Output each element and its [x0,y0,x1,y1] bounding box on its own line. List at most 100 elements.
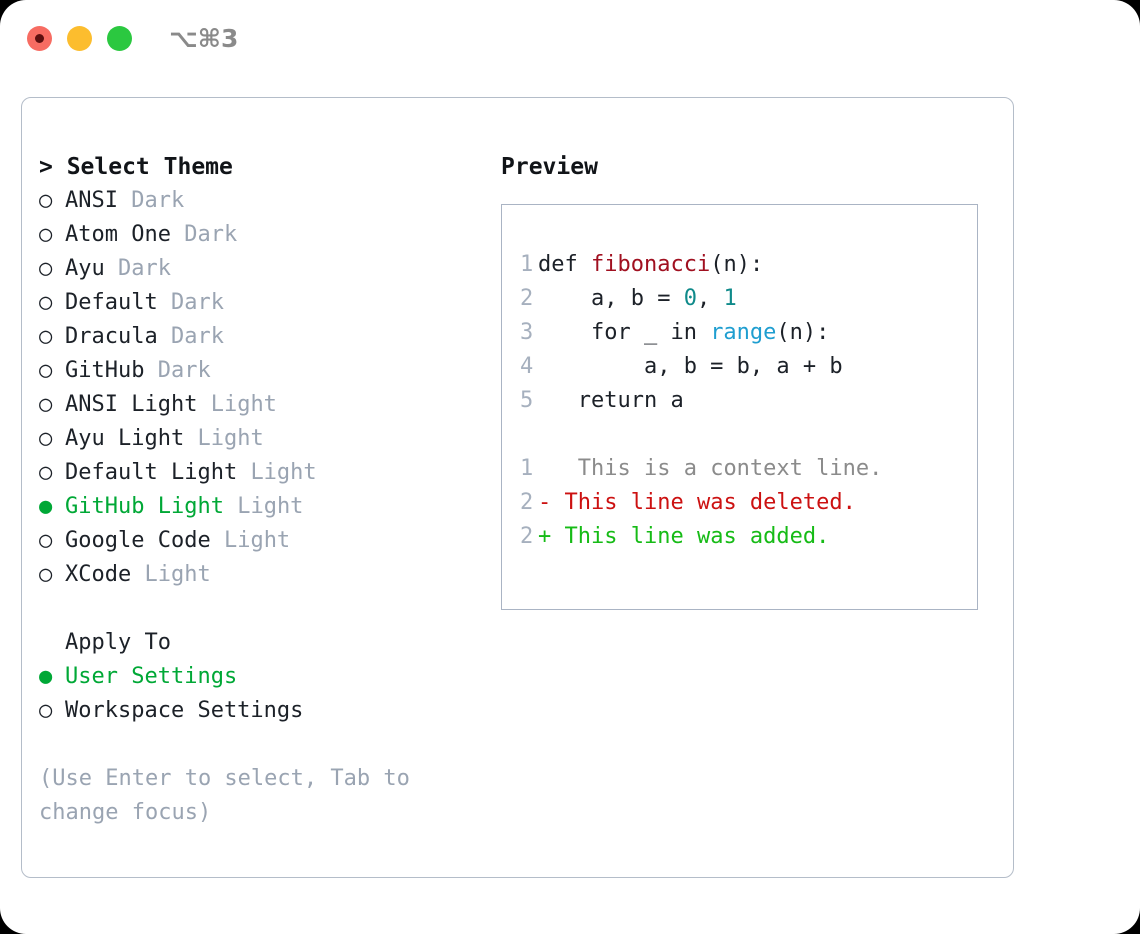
apply-to-header: Apply To [65,630,171,655]
theme-option-default-light[interactable]: ○ Default Light Light [39,456,499,490]
theme-option-ansi[interactable]: ○ ANSI Dark [39,184,499,218]
line-number: 1 [520,252,534,277]
theme-option-label: Atom One [65,222,171,247]
diff-text: This line was deleted. [564,490,856,515]
theme-option-label: ANSI [65,188,118,213]
theme-option-ayu-light[interactable]: ○Ayu Light Light [39,422,499,456]
preview-title: Preview [501,154,598,180]
theme-option-github[interactable]: ○ GitHub Dark [39,354,499,388]
apply-to-option-label: Workspace Settings [65,698,304,723]
diff-line-ctx: 1 This is a context line. [502,452,977,486]
theme-variant-tag: Dark [157,358,211,383]
theme-option-label: Default [65,290,158,315]
theme-option-list[interactable]: ○ ANSI Dark ○ Atom One Dark ○ Ayu Dark ○ Defaul… [39,184,499,592]
radio-unselected-icon: ○ [39,426,53,451]
theme-variant-tag: Dark [170,324,224,349]
line-number: 1 [520,456,534,481]
theme-variant-tag: Dark [131,188,185,213]
theme-option-label: Dracula [65,324,158,349]
theme-option-label: GitHub Light [65,494,224,519]
code-token-plain: def [538,252,591,277]
content-panel: > Select Theme ○ANSI Dark○Atom One Dark○… [21,97,1014,878]
theme-option-xcode[interactable]: ○ XCode Light [39,558,499,592]
code-token-plain: return a [538,388,684,413]
code-token-fn: fibonacci [590,252,711,277]
theme-option-ansi-light[interactable]: ○ ANSI Light Light [39,388,499,422]
close-window-button[interactable] [27,26,52,51]
apply-to-option-list[interactable]: ● User Settings ○ Workspace Settings [39,660,499,728]
theme-variant-tag: Light [210,392,277,417]
radio-selected-icon: ● [39,494,53,519]
select-theme-header: > Select Theme [39,154,233,180]
line-number: 4 [520,354,534,379]
code-token-plain: a, b = [538,286,684,311]
theme-option-github-light[interactable]: ●GitHub Light Light [39,490,499,524]
theme-variant-tag: Dark [118,256,171,281]
radio-unselected-icon: ○ [39,698,53,723]
diff-text: This line was added. [564,524,830,549]
apply-to-option-workspace-settings[interactable]: ○ Workspace Settings [39,694,499,728]
radio-unselected-icon: ○ [39,392,53,417]
theme-option-dracula[interactable]: ○ Dracula Dark [39,320,499,354]
theme-option-label: Default Light [65,460,238,485]
line-number: 2 [520,524,534,549]
theme-option-default[interactable]: ○Default Dark [39,286,499,320]
line-number: 3 [520,320,534,345]
radio-unselected-icon: ○ [39,324,53,349]
title-bar: ⌥⌘3 [0,0,1140,76]
theme-option-label: ANSI Light [65,392,198,417]
theme-option-google-code[interactable]: ○ Google Code Light [39,524,499,558]
radio-unselected-icon: ○ [39,188,53,213]
minimize-window-button[interactable] [67,26,92,51]
code-line: 2 a, b = 0, 1 [502,282,977,316]
maximize-window-button[interactable] [107,26,132,51]
theme-variant-tag: Light [223,528,291,553]
line-number: 2 [520,490,534,515]
radio-unselected-icon: ○ [39,528,53,553]
code-token-plain: a, b = b, a + b [538,354,843,379]
code-token-num: 0 [683,286,697,311]
diff-line-del: 2- This line was deleted. [502,486,977,520]
theme-variant-tag: Light [144,562,211,587]
theme-option-label: Google Code [65,528,211,553]
theme-option-ayu[interactable]: ○ Ayu Dark [39,252,499,286]
radio-selected-icon: ● [39,664,53,689]
theme-option-label: XCode [65,562,132,587]
theme-selector-column: > Select Theme ○ANSI Dark○Atom One Dark○… [39,150,499,830]
diff-line-add: 2+ This line was added. [502,520,977,554]
radio-unselected-icon: ○ [39,358,53,383]
theme-variant-tag: Light [250,460,317,485]
code-diff-separator [502,418,977,452]
code-line: 3 for _ in range(n): [502,316,977,350]
apply-to-option-label: User Settings [65,664,238,689]
radio-unselected-icon: ○ [39,460,53,485]
theme-variant-tag: Dark [184,222,238,247]
code-token-builtin: range [710,320,777,345]
apply-to-option-user-settings[interactable]: ● User Settings [39,660,499,694]
radio-unselected-icon: ○ [39,562,53,587]
diff-marker: - [538,490,565,515]
theme-option-label: Ayu Light [65,426,185,451]
theme-option-label: GitHub [65,358,145,383]
theme-option-atom-one[interactable]: ○ Atom One Dark [39,218,499,252]
radio-unselected-icon: ○ [39,290,53,315]
theme-option-label: Ayu [65,256,105,281]
diff-marker: + [538,524,565,549]
code-token-plain: , [696,286,724,311]
keyboard-shortcut-label: ⌥⌘3 [169,24,239,53]
diff-marker [538,456,565,481]
code-token-num: 1 [723,286,737,311]
radio-unselected-icon: ○ [39,256,53,281]
hint-spacer [39,728,499,762]
diff-text: This is a context line. [564,456,883,481]
code-token-plain: (n): [710,252,764,277]
line-number: 5 [520,388,534,413]
code-token-plain: (n): [776,320,830,345]
radio-unselected-icon: ○ [39,222,53,247]
code-line: 4 a, b = b, a + b [502,350,977,384]
